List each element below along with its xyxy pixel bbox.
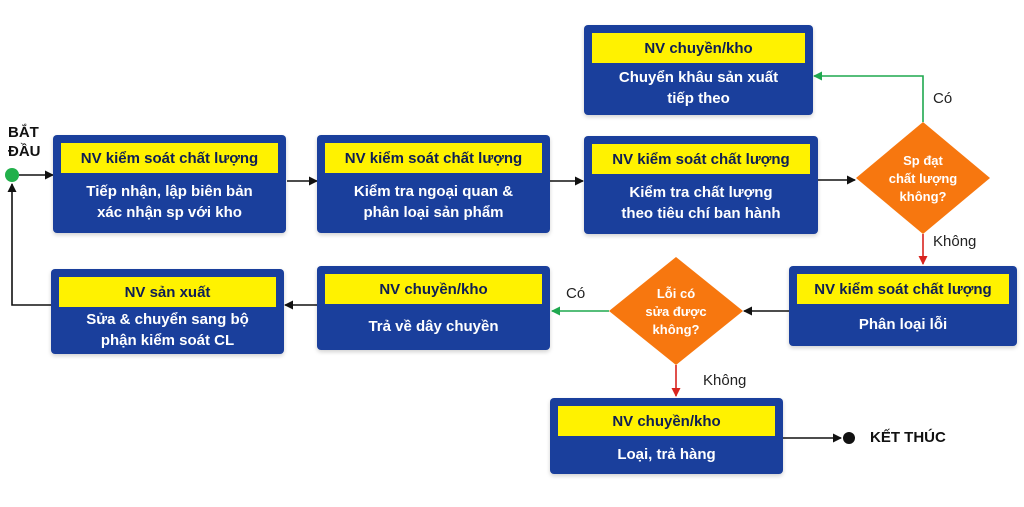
decision-fixable-shape xyxy=(609,257,743,365)
step-inspect-role: NV kiểm soát chất lượng xyxy=(325,143,542,173)
edge-label-d2-no: Không xyxy=(703,372,747,389)
start-label-line2: ĐẦU xyxy=(8,143,41,160)
step-next-stage-role: NV chuyền/kho xyxy=(592,33,805,63)
step-receive-task-line1: Tiếp nhận, lập biên bản xyxy=(86,183,253,200)
step-repair-task: Sửa & chuyển sang bộ phận kiểm soát CL xyxy=(59,310,276,349)
decision-quality-ok-text: Sp đạt chất lượng không? xyxy=(866,150,980,208)
step-return-to-line-role: NV chuyền/kho xyxy=(325,274,542,304)
step-quality-check-role: NV kiểm soát chất lượng xyxy=(592,144,810,174)
step-classify-defects-task: Phân loại lỗi xyxy=(858,315,948,333)
step-receive: NV kiểm soát chất lượng Tiếp nhận, lập b… xyxy=(53,135,286,233)
decision-quality-ok-shape xyxy=(856,122,990,234)
start-label-line1: BẮT xyxy=(8,124,39,141)
edge-label-d2-yes: Có xyxy=(566,285,586,302)
step-repair-task-line1: Sửa & chuyển sang bộ xyxy=(86,310,249,328)
step-reject-role: NV chuyền/kho xyxy=(558,406,775,436)
step-reject: NV chuyền/kho Loại, trả hàng xyxy=(550,398,783,474)
step-quality-check-task: Kiểm tra chất lượng theo tiêu chí ban hàn… xyxy=(592,178,810,228)
step-next-stage-task-line2: tiếp theo xyxy=(667,90,730,107)
decision-quality-ok-line1: Sp đạt xyxy=(903,153,943,168)
step-receive-role: NV kiểm soát chất lượng xyxy=(61,143,278,173)
step-reject-task: Loại, trả hàng xyxy=(617,445,716,463)
step-repair-task-line2: phận kiểm soát CL xyxy=(100,331,235,349)
step-repair-role: NV sản xuất xyxy=(59,277,276,307)
step-return-to-line: NV chuyền/kho Trả về dây chuyền xyxy=(317,266,550,350)
step-return-to-line-task: Trả về dây chuyền xyxy=(368,317,499,335)
decision-fixable-line1: Lỗi có xyxy=(656,286,696,301)
end-label: KẾT THÚC xyxy=(870,429,946,446)
step-classify-defects: NV kiểm soát chất lượng Phân loại lỗi xyxy=(789,266,1017,346)
decision-fixable-line3: không? xyxy=(652,322,700,337)
step-quality-check-task-line2: theo tiêu chí ban hành xyxy=(621,205,781,222)
step-quality-check: NV kiểm soát chất lượng Kiểm tra chất lư… xyxy=(584,136,818,234)
decision-fixable-text: Lỗi có sửa được không? xyxy=(619,283,733,341)
decision-quality-ok-line2: chất lượng xyxy=(888,171,958,186)
arrow-repair-to-start xyxy=(7,183,51,306)
step-next-stage-task-line1: Chuyển khâu sản xuất xyxy=(618,69,779,86)
step-inspect-task-line2: phân loại sản phẩm xyxy=(363,204,504,221)
start-dot xyxy=(5,168,19,182)
decision-fixable-line2: sửa được xyxy=(645,304,707,319)
start-label: BẮT ĐẦU xyxy=(8,123,41,161)
step-inspect: NV kiểm soát chất lượng Kiểm tra ngoại q… xyxy=(317,135,550,233)
step-quality-check-task-line1: Kiểm tra chất lượng xyxy=(629,184,773,201)
step-next-stage: NV chuyền/kho Chuyển khâu sản xuất tiếp t… xyxy=(584,25,813,115)
step-receive-task: Tiếp nhận, lập biên bản xác nhận sp với k… xyxy=(61,177,278,227)
edge-label-d1-yes: Có xyxy=(933,90,953,107)
end-dot xyxy=(843,432,855,444)
step-classify-defects-role: NV kiểm soát chất lượng xyxy=(797,274,1009,304)
step-receive-task-line2: xác nhận sp với kho xyxy=(97,204,242,221)
decision-quality-ok-line3: không? xyxy=(899,189,947,204)
edge-label-d1-no: Không xyxy=(933,233,977,250)
arrow-decision1-yes xyxy=(813,71,924,122)
step-inspect-task: Kiểm tra ngoại quan & phân loại sản phẩm xyxy=(325,177,542,227)
step-inspect-task-line1: Kiểm tra ngoại quan & xyxy=(353,183,514,200)
step-next-stage-task: Chuyển khâu sản xuất tiếp theo xyxy=(592,67,805,109)
step-repair: NV sản xuất Sửa & chuyển sang bộ phận kiể… xyxy=(51,269,284,354)
